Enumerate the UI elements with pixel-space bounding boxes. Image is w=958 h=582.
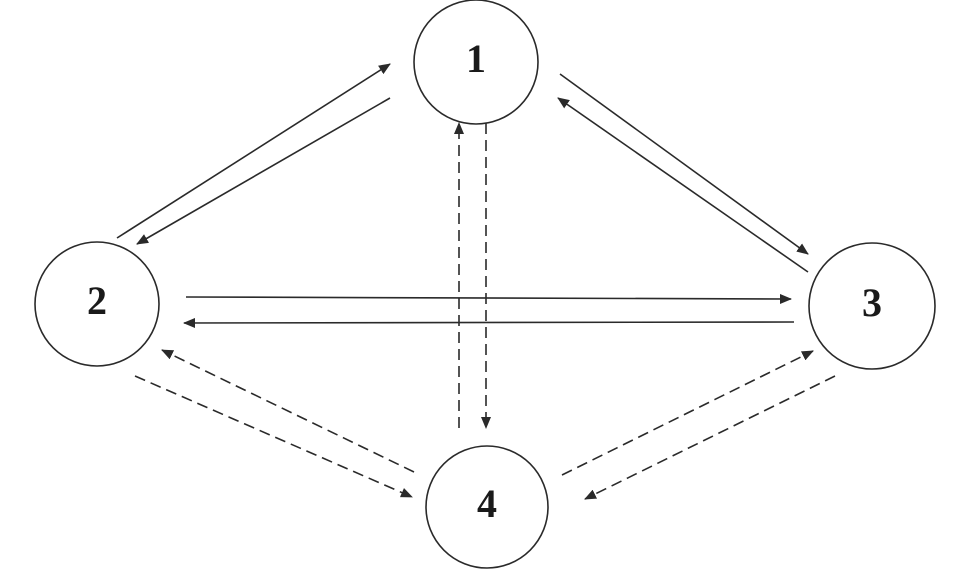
node-4-circle xyxy=(425,445,549,569)
edge-4-to-3 xyxy=(561,350,814,476)
node-2-label: 2 xyxy=(87,278,107,323)
edge-3-to-2 xyxy=(183,317,795,328)
node-1-label: 1 xyxy=(466,36,486,81)
node-3-label: 3 xyxy=(862,280,882,325)
edge-3-to-1 xyxy=(557,97,809,273)
edge-1-to-2 xyxy=(136,97,391,245)
node-4-label: 4 xyxy=(477,481,497,526)
nodes: 1 2 3 4 xyxy=(34,0,936,569)
edge-2-to-4 xyxy=(134,375,413,498)
node-1: 1 xyxy=(413,0,539,125)
node-2-circle xyxy=(34,241,160,367)
edge-4-to-2 xyxy=(161,349,415,473)
node-2: 2 xyxy=(34,241,160,367)
node-1-circle xyxy=(413,0,539,125)
edge-2-to-3 xyxy=(185,293,792,304)
node-3: 3 xyxy=(808,242,936,370)
edge-1-to-3 xyxy=(559,73,809,255)
edges xyxy=(116,63,836,500)
edge-2-to-1 xyxy=(116,63,391,239)
node-3-circle xyxy=(808,242,936,370)
edge-3-to-4 xyxy=(584,375,836,500)
node-4: 4 xyxy=(425,445,549,569)
